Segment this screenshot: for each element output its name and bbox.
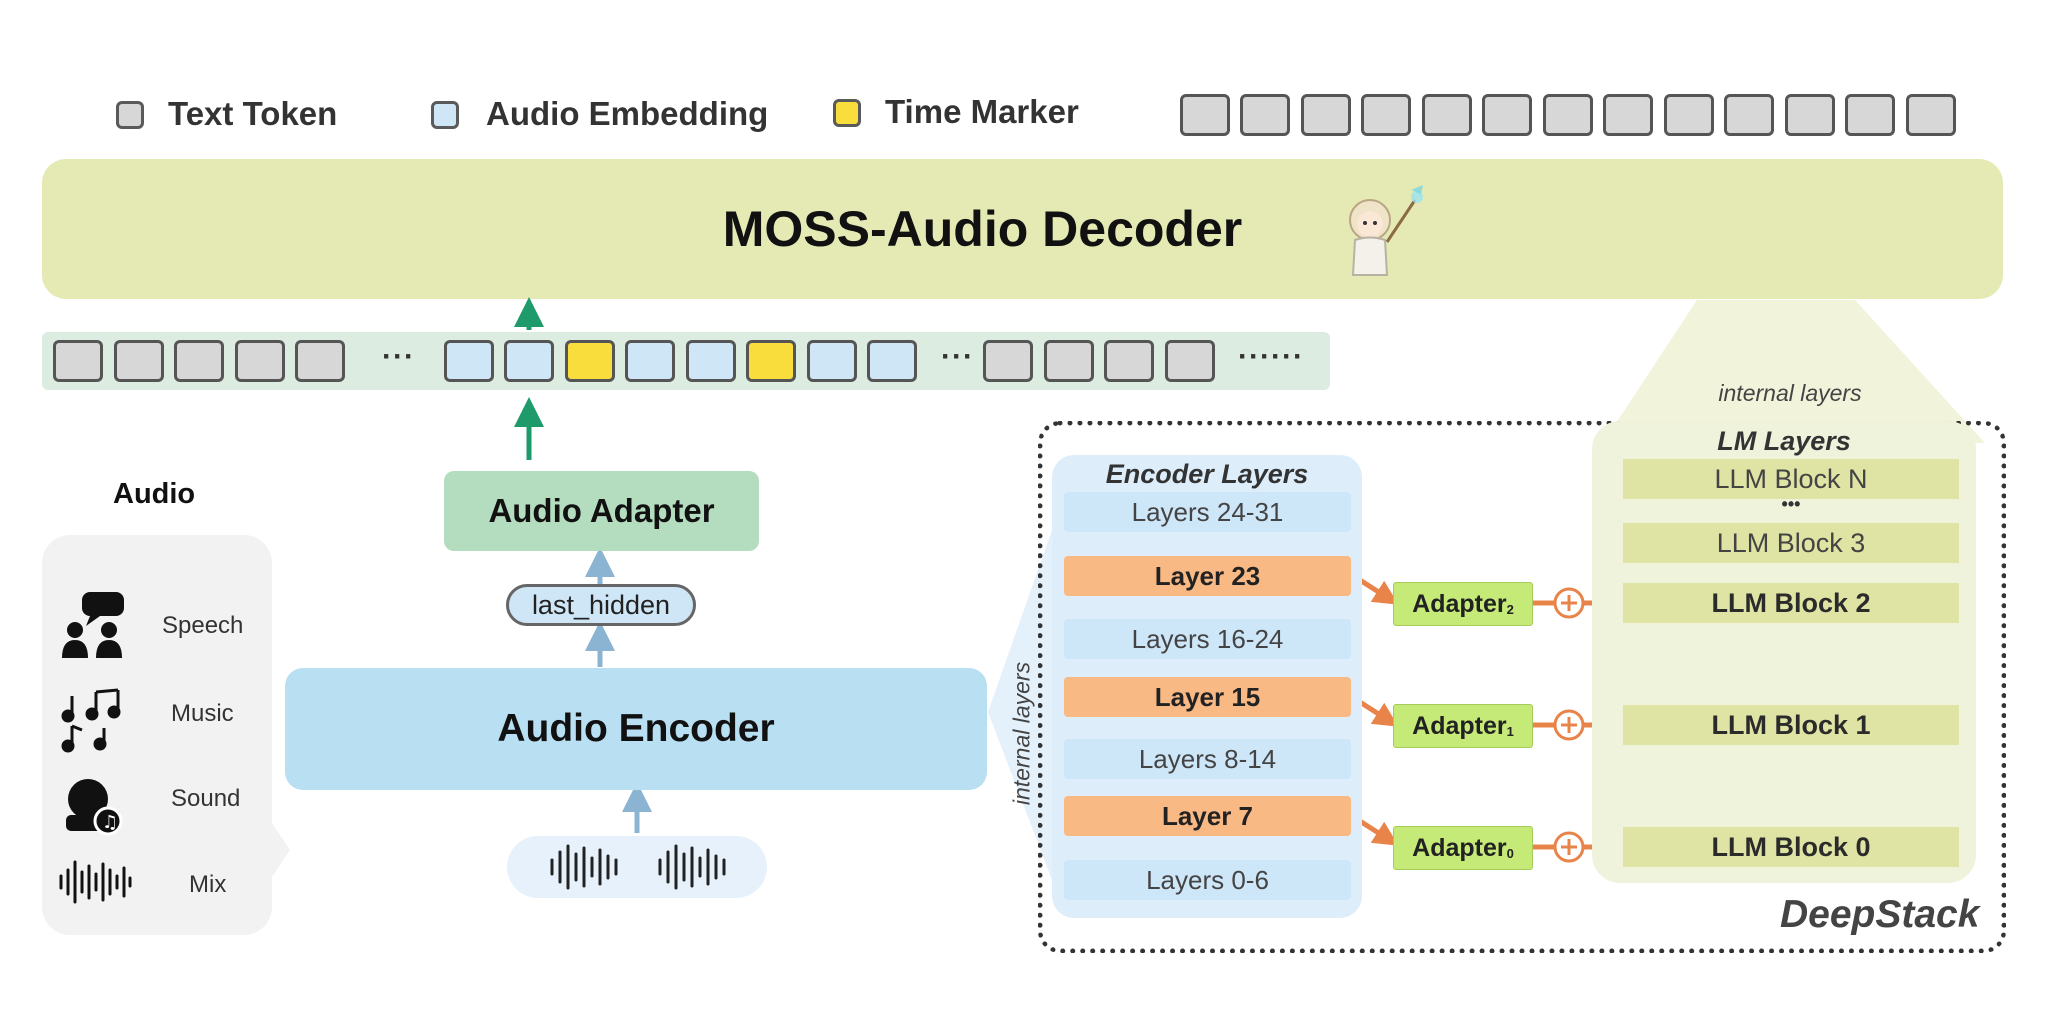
encoder-layer-row: Layers 8-14	[1064, 739, 1351, 779]
last-hidden-label: last_hidden	[531, 589, 671, 620]
encoder-layer-row-highlighted: Layer 15	[1064, 677, 1351, 717]
legend-text-token-label: Text Token	[168, 95, 338, 132]
sequence-text-token	[1044, 340, 1094, 382]
sequence-audio-token	[686, 340, 736, 382]
plus-icon	[1553, 587, 1585, 863]
decoder-block: MOSS-Audio Decoder	[42, 159, 2003, 299]
sequence-text-token	[1165, 340, 1215, 382]
deepstack-label: DeepStack	[1780, 893, 1980, 936]
output-token	[1361, 94, 1411, 136]
audio-panel-title: Audio	[113, 478, 196, 510]
decoder-title: MOSS-Audio Decoder	[722, 201, 1243, 257]
audio-panel	[42, 535, 272, 935]
sequence-text-token	[983, 340, 1033, 382]
lm-layers-title: LM Layers	[1717, 426, 1851, 456]
output-token	[1422, 94, 1472, 136]
mascot-icon	[1349, 185, 1423, 276]
output-token	[1543, 94, 1593, 136]
waveform-icon	[550, 844, 726, 890]
last-hidden-pill: last_hidden	[506, 584, 696, 626]
audio-item-label: Music	[171, 700, 234, 727]
encoder-layer-row: Layers 0-6	[1064, 860, 1351, 900]
llm-block-row: LLM Block N	[1623, 459, 1959, 499]
llm-ellipsis: •••	[1781, 494, 1801, 514]
audio-adapter-block: Audio Adapter	[444, 471, 759, 551]
internal-layers-label-top: internal layers	[1718, 380, 1862, 406]
sequence-audio-token	[867, 340, 917, 382]
waveform-icon	[59, 860, 132, 904]
llm-block-row: LLM Block 3	[1623, 523, 1959, 563]
sequence-text-token	[235, 340, 285, 382]
internal-layers-label-vertical: internal layers	[1008, 661, 1035, 806]
encoder-layer-row-highlighted: Layer 23	[1064, 556, 1351, 596]
legend-time-marker-label: Time Marker	[885, 93, 1079, 130]
output-token	[1240, 94, 1290, 136]
sequence-audio-token	[444, 340, 494, 382]
adapter-subscript: 2	[1506, 601, 1514, 617]
adapter-label: Adapter	[1412, 833, 1507, 862]
legend-audio-embedding-swatch	[431, 101, 459, 129]
sequence-audio-token	[504, 340, 554, 382]
deepstack-frame	[1038, 421, 2006, 953]
audio-encoder-block: Audio Encoder	[285, 668, 987, 790]
encoder-layer-row-highlighted: Layer 7	[1064, 796, 1351, 836]
audio-panel-pointer	[270, 820, 290, 880]
audio-item-label: Speech	[162, 612, 244, 639]
output-token	[1724, 94, 1774, 136]
sequence-ellipsis: ···	[941, 340, 974, 373]
sequence-ellipsis: ······	[1238, 340, 1304, 373]
sequence-text-token	[114, 340, 164, 382]
llm-block-row-active: LLM Block 2	[1623, 583, 1959, 623]
sequence-time-marker	[565, 340, 615, 382]
llm-block-row-active: LLM Block 0	[1623, 827, 1959, 867]
legend-text-token-swatch	[116, 101, 144, 129]
sequence-time-marker	[746, 340, 796, 382]
output-token	[1301, 94, 1351, 136]
llm-block-row-active: LLM Block 1	[1623, 705, 1959, 745]
encoder-layer-row: Layers 16-24	[1064, 619, 1351, 659]
audio-item-label: Mix	[189, 871, 227, 898]
output-token	[1906, 94, 1956, 136]
legend-audio-embedding-label: Audio Embedding	[486, 95, 769, 132]
output-token	[1845, 94, 1895, 136]
sound-icon: ♫	[66, 779, 123, 836]
encoder-layers-title: Encoder Layers	[1105, 459, 1309, 489]
encoder-layer-row: Layers 24-31	[1064, 492, 1351, 532]
audio-item-label: Sound	[171, 785, 241, 812]
output-token	[1603, 94, 1653, 136]
output-token	[1664, 94, 1714, 136]
audio-adapter-label: Audio Adapter	[488, 492, 715, 529]
adapter-subscript: 0	[1506, 845, 1514, 861]
adapter-label: Adapter	[1412, 711, 1507, 740]
speech-icon	[62, 592, 124, 658]
sequence-text-token	[53, 340, 103, 382]
adapter-label: Adapter	[1412, 589, 1507, 618]
sequence-audio-token	[807, 340, 857, 382]
sequence-text-token	[1104, 340, 1154, 382]
adapter-subscript: 1	[1506, 723, 1514, 739]
svg-text:♫: ♫	[102, 812, 118, 833]
output-token	[1482, 94, 1532, 136]
sequence-ellipsis: ···	[382, 340, 415, 373]
sequence-text-token	[174, 340, 224, 382]
legend-time-marker-swatch	[833, 99, 861, 127]
music-icon	[61, 688, 121, 753]
audio-encoder-label: Audio Encoder	[497, 707, 775, 750]
sequence-audio-token	[625, 340, 675, 382]
output-token	[1180, 94, 1230, 136]
sequence-text-token	[295, 340, 345, 382]
output-token	[1785, 94, 1835, 136]
